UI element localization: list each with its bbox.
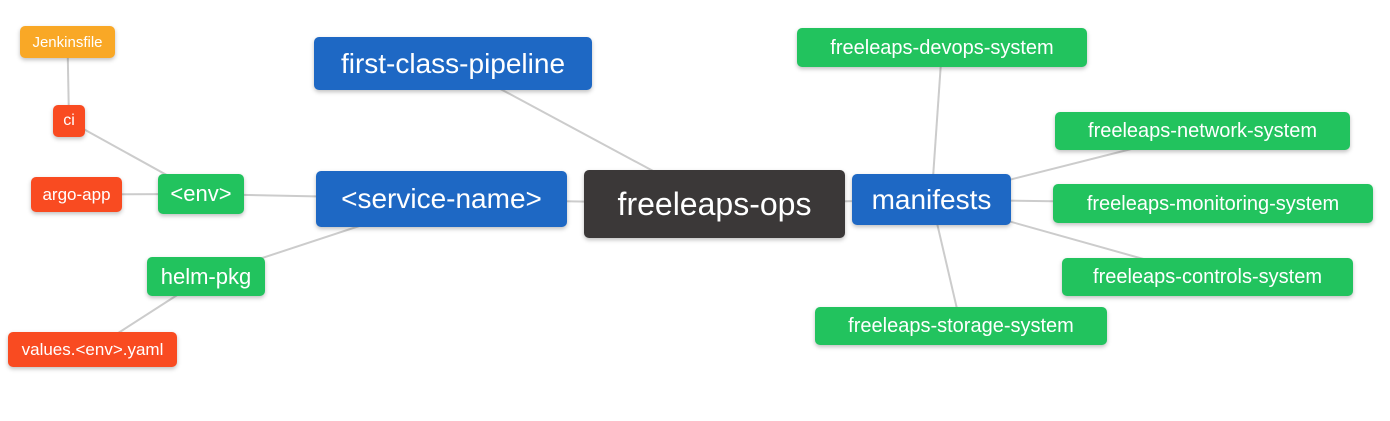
node-devops-system[interactable]: freeleaps-devops-system <box>797 28 1087 67</box>
node-jenkinsfile[interactable]: Jenkinsfile <box>20 26 115 58</box>
node-env[interactable]: <env> <box>158 174 244 214</box>
node-helm-pkg[interactable]: helm-pkg <box>147 257 265 296</box>
node-service-name[interactable]: <service-name> <box>316 171 567 227</box>
node-argo-app[interactable]: argo-app <box>31 177 122 212</box>
node-network-system[interactable]: freeleaps-network-system <box>1055 112 1350 150</box>
node-freeleaps-ops[interactable]: freeleaps-ops <box>584 170 845 238</box>
node-manifests[interactable]: manifests <box>852 174 1011 225</box>
node-first-class-pipeline[interactable]: first-class-pipeline <box>314 37 592 90</box>
node-controls-system[interactable]: freeleaps-controls-system <box>1062 258 1353 296</box>
node-storage-system[interactable]: freeleaps-storage-system <box>815 307 1107 345</box>
node-ci[interactable]: ci <box>53 105 85 137</box>
node-monitoring-system[interactable]: freeleaps-monitoring-system <box>1053 184 1373 223</box>
node-values-env-yaml[interactable]: values.<env>.yaml <box>8 332 177 367</box>
